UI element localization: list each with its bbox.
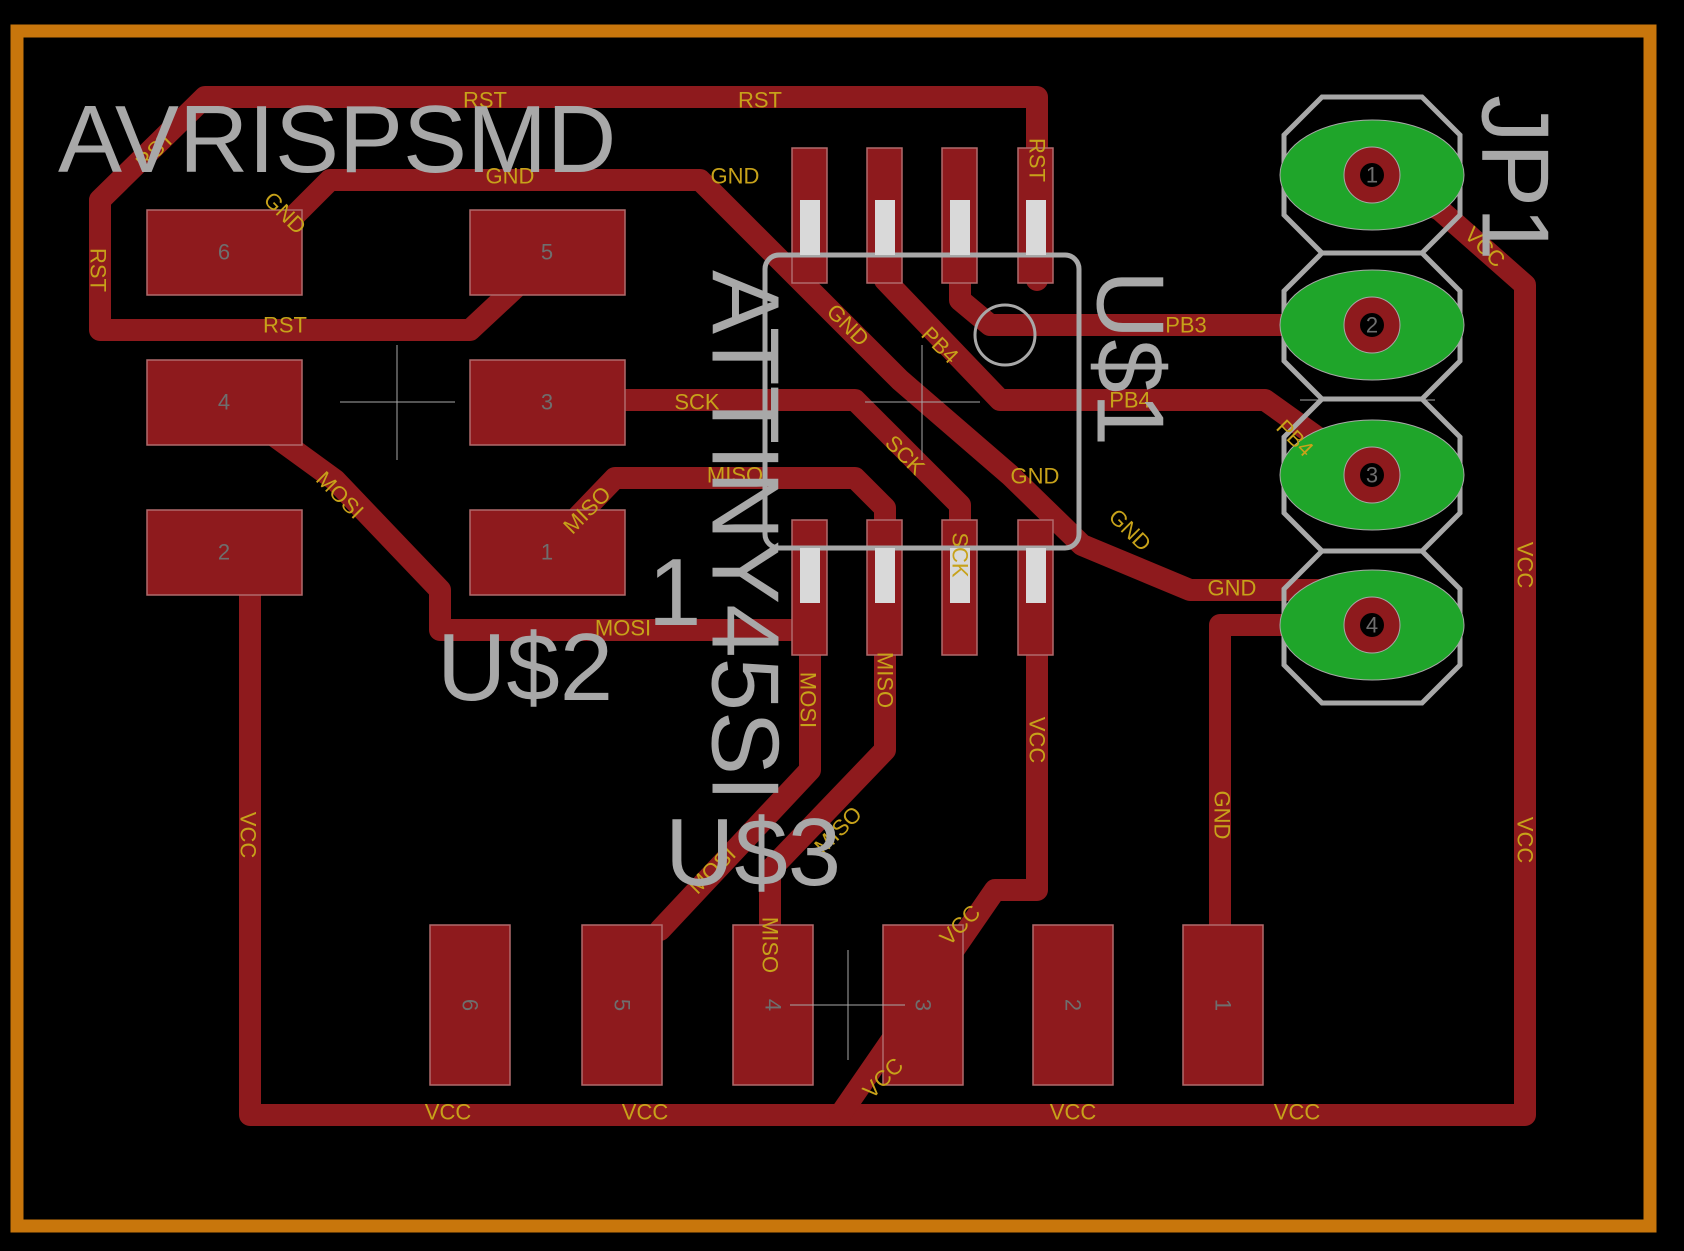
net-label-gnd: GND <box>1208 576 1257 601</box>
header6-pad-label: 6 <box>458 999 483 1011</box>
header6-pad-label: 1 <box>1211 999 1236 1011</box>
avrisp-pad-4 <box>146 359 303 446</box>
attiny-body-outline <box>762 252 1082 551</box>
net-label-vcc: VCC <box>1513 542 1538 589</box>
avrisp-pad-3 <box>469 359 626 446</box>
net-label-mosi: MOSI <box>595 616 651 641</box>
net-label-vcc: VCC <box>1050 1100 1097 1125</box>
attiny-pad-silk <box>875 200 895 255</box>
trace-mosi <box>214 389 821 941</box>
silkscreen-text: AVRISPSMD U$2 ATTINY45SI 1 U$1 U$3 JP1 <box>58 86 1569 906</box>
net-label-gnd: GND <box>1210 791 1235 840</box>
jp1-pin-4 <box>1279 548 1465 706</box>
header6-pad-label: 3 <box>911 999 936 1011</box>
avrisp-pad-label: 3 <box>541 390 553 415</box>
attiny-pad-silk <box>950 200 970 255</box>
attiny-footprint <box>762 147 1082 656</box>
attiny-pin1-number: 1 <box>648 539 701 646</box>
net-label-pb4: PB4 <box>1109 388 1151 413</box>
trace-miso <box>554 467 896 941</box>
avrisp-name: AVRISPSMD <box>58 86 616 193</box>
attiny-pad <box>941 147 978 284</box>
attiny-pad-silk <box>1026 200 1046 255</box>
net-label-vcc: VCC <box>425 1100 472 1125</box>
attiny-ref: U$1 <box>1077 270 1184 446</box>
avrisp-ref: U$2 <box>437 614 613 721</box>
avrisp-pad-label: 4 <box>218 390 230 415</box>
net-label-vcc: VCC <box>1025 717 1050 764</box>
avrisp-pad-label: 6 <box>218 240 230 265</box>
jp1-pad-label: 1 <box>1366 163 1378 188</box>
header6-pad-2 <box>1032 924 1114 1086</box>
avrisp-pad-label: 1 <box>541 540 553 565</box>
net-label-miso: MISO <box>758 917 783 973</box>
avrisp-pad-6 <box>146 209 303 296</box>
board-outline <box>10 24 1657 1233</box>
net-label-sck: SCK <box>674 390 720 415</box>
jp1-pad-label: 2 <box>1366 313 1378 338</box>
jp1-pad-label: 4 <box>1366 613 1378 638</box>
attiny-pad-silk <box>875 548 895 603</box>
avrisp-pad-label: 2 <box>218 540 230 565</box>
net-label-rst: RST <box>1025 138 1050 182</box>
avrisp-pad-5 <box>469 209 626 296</box>
net-label-rst: RST <box>463 88 507 113</box>
jp1-footprint: 1 2 3 4 <box>1279 94 1465 706</box>
net-label-vcc: VCC <box>622 1100 669 1125</box>
header6-pad-label: 5 <box>610 999 635 1011</box>
trace-rst <box>89 86 1048 341</box>
attiny-pin1-dot <box>973 303 1037 367</box>
net-label-mosi: MOSI <box>796 672 821 728</box>
traces <box>89 86 1536 1126</box>
header6-pad-1 <box>1182 924 1264 1086</box>
attiny-pad-silk <box>800 200 820 255</box>
net-label-vcc: VCC <box>1513 817 1538 864</box>
attiny-pad-silk <box>950 548 970 603</box>
avrisp-pad-label: 5 <box>541 240 553 265</box>
net-label-pb3: PB3 <box>1165 313 1207 338</box>
avrisp-pad-2 <box>146 509 303 596</box>
net-label-gnd: GND <box>1011 464 1060 489</box>
header6-footprint: 6 5 4 3 2 1 <box>429 924 1264 1086</box>
trace-gnd-top <box>259 169 1381 601</box>
net-label-rst: RST <box>86 248 111 292</box>
header6-pad-label: 2 <box>1061 999 1086 1011</box>
net-label-gnd: GND <box>711 164 760 189</box>
net-label-sck: SCK <box>948 532 973 578</box>
attiny-pad-silk <box>1026 548 1046 603</box>
net-label-miso: MISO <box>707 463 763 488</box>
net-label-miso: MISO <box>873 652 898 708</box>
jp1-ref: JP1 <box>1462 95 1569 260</box>
header6-pad-label: 4 <box>761 999 786 1011</box>
header6-pad-5 <box>581 924 663 1086</box>
net-label-rst: RST <box>263 313 307 338</box>
jp1-pad-label: 3 <box>1366 463 1378 488</box>
net-label-gnd: GND <box>486 164 535 189</box>
avrisp-footprint: 6 5 4 3 2 1 <box>146 209 626 596</box>
net-label-vcc: VCC <box>1274 1100 1321 1125</box>
net-label-rst: RST <box>738 88 782 113</box>
avrisp-pad-1 <box>469 509 626 596</box>
attiny-name: ATTINY45SI <box>692 270 799 802</box>
header6-pad-6 <box>429 924 511 1086</box>
attiny-pad-silk <box>800 548 820 603</box>
header6-ref: U$3 <box>665 799 841 906</box>
net-label-vcc: VCC <box>236 812 261 859</box>
